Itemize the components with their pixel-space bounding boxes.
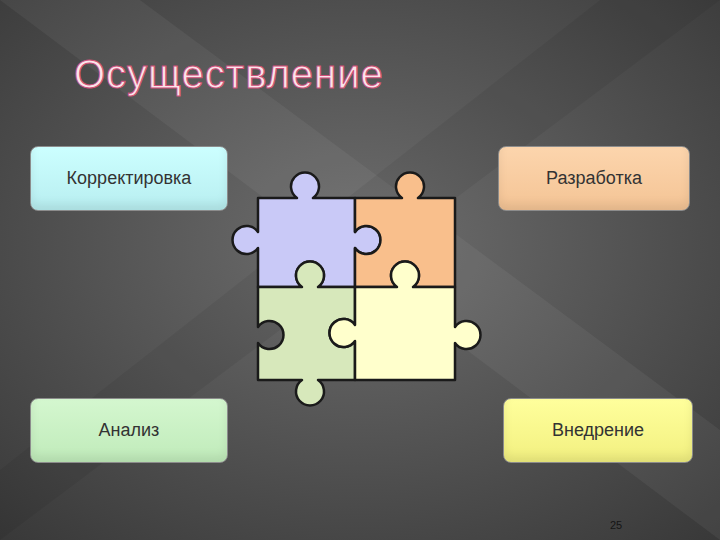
process-box: Внедрение [503,398,693,463]
page-number: 25 [610,519,622,531]
slide-title: Осуществление [74,52,384,97]
box-label: Анализ [99,420,160,441]
box-label: Разработка [546,168,642,189]
box-label: Корректировка [67,168,192,189]
process-box: Корректировка [30,146,228,211]
process-box: Анализ [30,398,228,463]
puzzle-piece [330,262,481,380]
process-box: Разработка [498,146,690,211]
box-label: Внедрение [552,420,644,441]
